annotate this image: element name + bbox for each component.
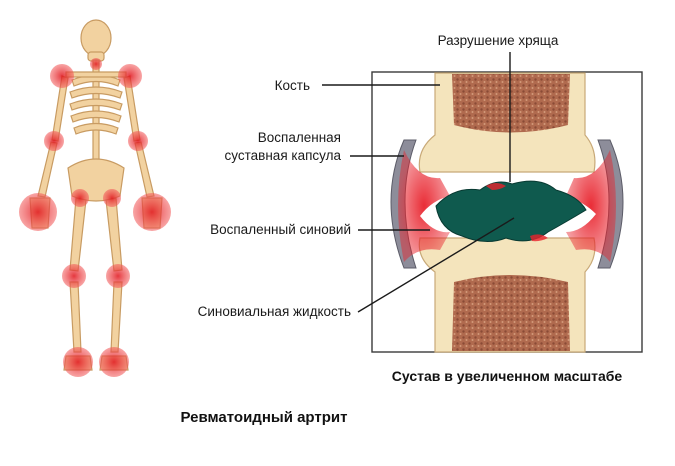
inset-caption: Сустав в увеличенном масштабе [392,368,623,384]
label-cartilage-destruction: Разрушение хряща [438,33,559,48]
inflamed-synovium-left [398,150,450,262]
right-femur [105,197,123,272]
leader-lines [322,52,515,313]
left-tibia [69,281,82,353]
left-femur [69,197,87,272]
joint-inset [371,71,643,353]
skull [80,19,112,57]
label-bone: Кость [275,78,310,93]
inflamed-synovium-right [566,150,616,262]
ribcage [69,74,123,135]
right-tibia [110,281,123,353]
clavicles [65,71,127,78]
inflamed-joints [19,58,171,377]
diagram-title: Ревматоидный артрит [181,409,348,426]
upper-bone-marrow [452,74,570,133]
label-capsule-line1: Воспаленная [258,130,341,145]
label-synovial-fluid: Синовиальная жидкость [198,304,351,319]
label-synovium: Воспаленный синовий [210,222,351,237]
label-capsule-line2: суставная капсула [225,148,342,163]
lower-bone-marrow [452,275,570,351]
skeleton-figure [19,19,171,377]
leader-fluid [357,217,515,313]
